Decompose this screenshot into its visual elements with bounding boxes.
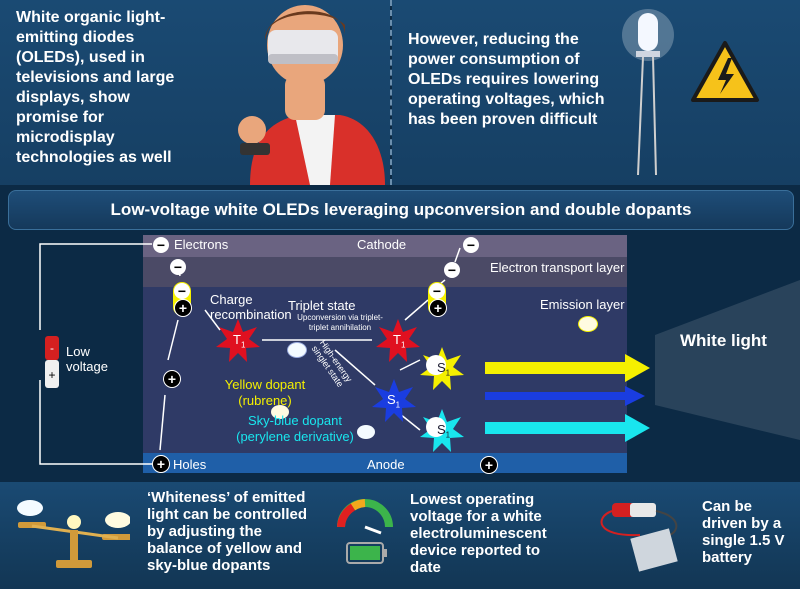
s1-label-cyan: S1 [437,422,451,440]
svg-text:-: - [50,341,54,355]
low-voltage-label: Low voltage [66,344,108,374]
charge-recombination-label: Charge recombination [210,292,292,322]
emission-molecule [578,316,598,332]
svg-text:+: + [48,368,55,382]
anode-layer [143,453,627,473]
singlet-star-cyan [420,409,464,452]
electron-sign-etl-right: − [444,262,460,278]
circuit-and-arrows [39,243,800,465]
vr-headset-person-illustration [238,5,385,185]
battery-icon: - + [45,336,59,388]
dopant-molecule-2 [271,405,289,419]
singlet-star-yellow [420,347,464,390]
dopant-molecule-3 [357,425,375,439]
holes-label: Holes [173,457,207,472]
battery-device-icon [600,503,678,572]
singlet-star-blue [372,379,416,422]
panel-divider [390,0,394,185]
s1-label-blue: S1 [387,392,401,410]
lowest-voltage-text: Lowest operating voltage for a white ele… [410,491,547,576]
sky-blue-dopant-label: Sky-blue dopant (perylene derivative) [236,413,354,444]
capsule-electron-left: − [174,283,190,299]
battery-text: Can be driven by a single 1.5 V battery [702,498,785,566]
electron-sign: − [153,237,169,253]
capsule-electron-right: − [429,283,445,299]
anode-label: Anode [367,457,405,472]
hole-sign-mid: + [163,370,181,388]
triplet-state-label: Triplet state [288,298,356,313]
balance-scale-icon [17,500,130,568]
diagram-title: Low-voltage white OLEDs leveraging upcon… [110,200,692,219]
t1-label-right: T1 [393,332,406,350]
triplet-star-left [216,319,260,362]
capsule-hole-right: + [429,299,447,317]
triplet-star-right [376,319,420,362]
upconversion-label: Upconversion via triplet-triplet annihil… [297,313,383,332]
diagram-title-bar: Low-voltage white OLEDs leveraging upcon… [8,190,794,230]
electron-sign-etl-left: − [170,259,186,275]
s1-label-yellow: S1 [437,360,451,378]
etl-label: Electron transport layer [490,260,625,275]
hole-sign-right: + [480,456,498,474]
electrons-label: Electrons [174,237,229,252]
emission-layer-label: Emission layer [540,297,625,312]
dopant-molecule-1 [287,342,307,358]
t1-label-left: T1 [233,332,246,350]
gauge-battery-icon [337,499,393,564]
cathode-layer [143,235,627,257]
electron-sign-right: − [463,237,479,253]
intro-text-left: White organic light-emitting diodes (OLE… [16,9,175,166]
cathode-label: Cathode [357,237,407,252]
high-voltage-warning-icon [691,41,759,102]
capsule-hole-left: + [174,299,192,317]
whiteness-text: ‘Whiteness’ of emitted light can be cont… [147,489,308,574]
yellow-dopant-label: Yellow dopant (rubrene) [224,377,306,408]
electron-transport-layer [143,257,627,287]
hole-sign: + [152,455,170,473]
intro-text-right: However, reducing the power consumption … [408,31,605,128]
led-bulb-icon [622,9,674,176]
white-light-label: White light [680,331,767,350]
